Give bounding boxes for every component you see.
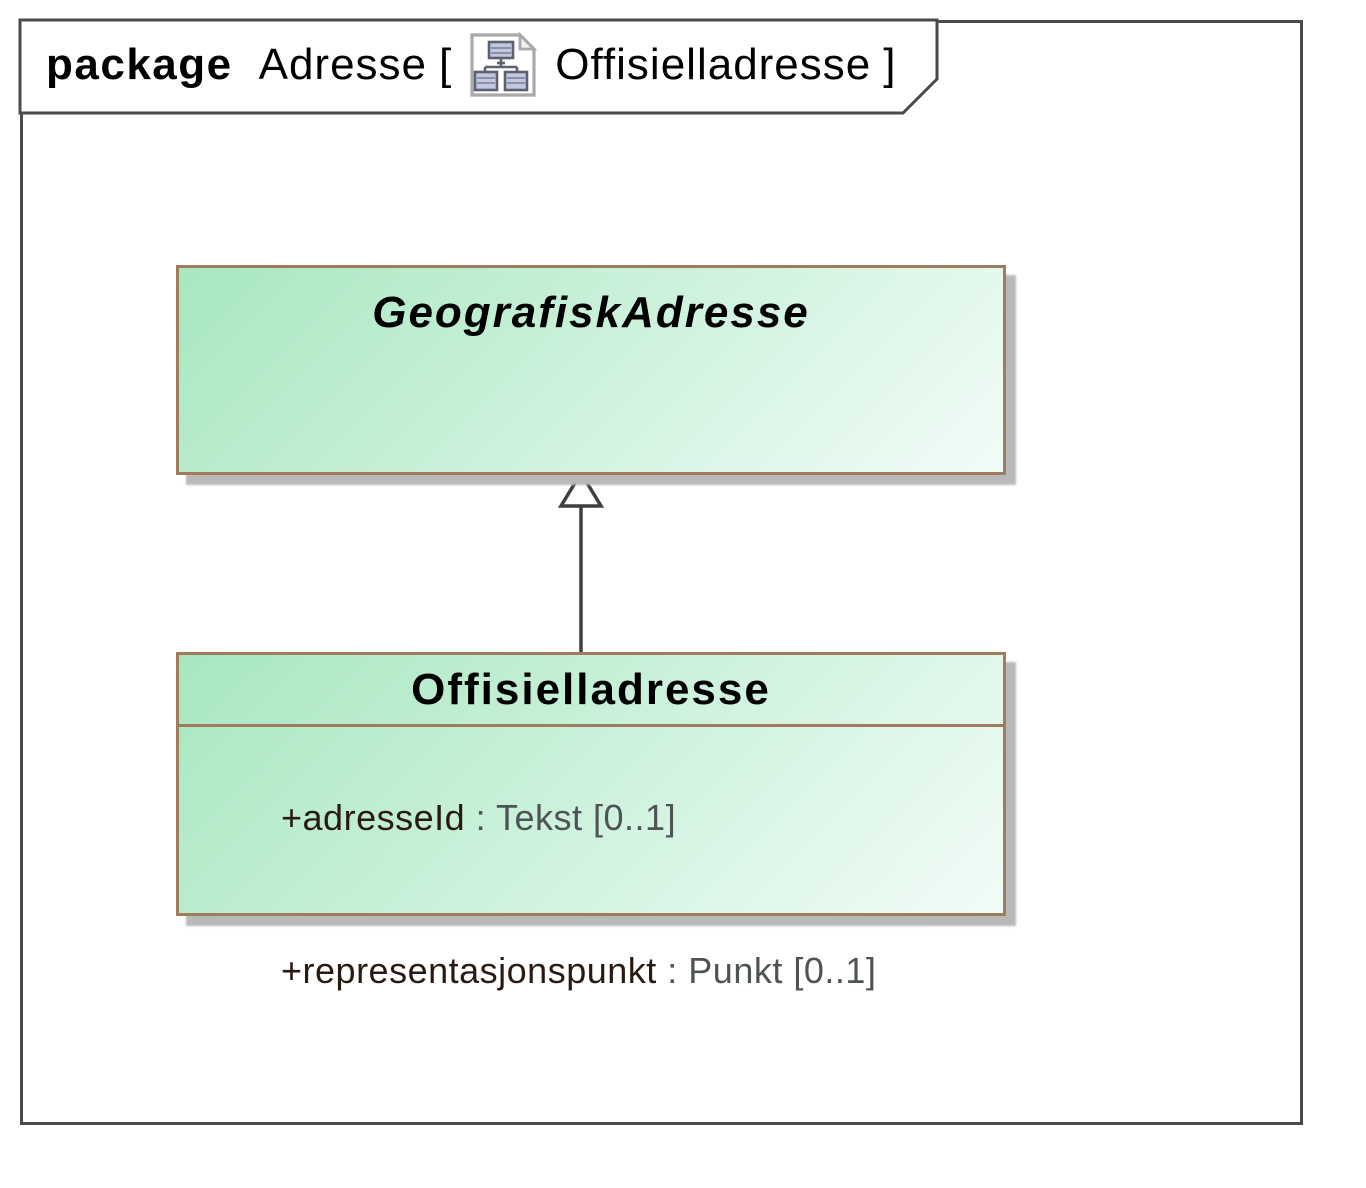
class-offisielladresse: Offisielladresse +adresseId : Tekst [0..… bbox=[176, 652, 1006, 991]
attribute-separator: : bbox=[656, 950, 689, 991]
diagram-name: Offisielladresse bbox=[555, 40, 872, 89]
package-frame bbox=[20, 20, 1303, 1125]
package-name: Adresse bbox=[258, 40, 428, 89]
bracket-open: [ bbox=[439, 40, 452, 89]
attribute-separator: : bbox=[465, 797, 496, 838]
class-geografiskadresse: GeografiskAdresse bbox=[176, 265, 1006, 475]
class-title: GeografiskAdresse bbox=[372, 288, 810, 337]
class-title: Offisielladresse bbox=[411, 664, 771, 714]
package-keyword: package bbox=[46, 40, 233, 89]
attribute-name: +representasjonspunkt bbox=[281, 950, 657, 991]
attribute-compartment: +adresseId : Tekst [0..1] +representasjo… bbox=[179, 727, 1003, 1047]
attribute-representasjonspunkt: +representasjonspunkt : Punkt [0..1] bbox=[197, 894, 985, 1047]
generalization-arrow bbox=[557, 469, 605, 656]
attribute-type: Tekst bbox=[496, 797, 583, 838]
attribute-multiplicity: [0..1] bbox=[582, 797, 677, 838]
attribute-multiplicity: [0..1] bbox=[782, 950, 877, 991]
class-title-compartment: Offisielladresse bbox=[179, 655, 1003, 727]
class-diagram-icon bbox=[470, 32, 538, 97]
attribute-name: +adresseId bbox=[281, 797, 466, 838]
bracket-close: ] bbox=[883, 40, 896, 89]
package-tab-label: package Adresse [ Offisielladress bbox=[46, 32, 896, 97]
attribute-type: Punkt bbox=[688, 950, 783, 991]
attribute-adresseid: +adresseId : Tekst [0..1] bbox=[197, 741, 985, 894]
